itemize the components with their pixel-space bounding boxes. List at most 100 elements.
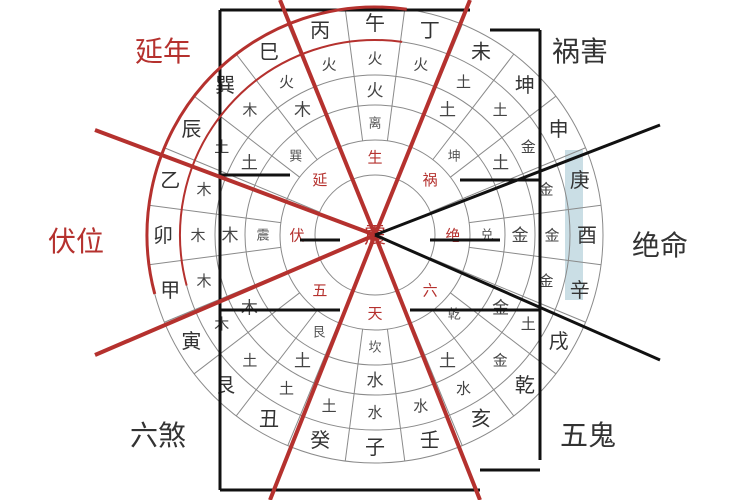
mountain-18: 酉 xyxy=(577,223,597,247)
mountain-19: 辛 xyxy=(570,278,590,302)
spoke-3 xyxy=(450,95,557,178)
spoke-2 xyxy=(432,53,515,160)
ring-2 xyxy=(244,104,506,366)
mountain-7: 乙 xyxy=(160,168,180,192)
ring-0 xyxy=(314,174,436,296)
mountain-12: 午 xyxy=(365,11,385,35)
wugui-label: 五鬼 xyxy=(560,419,617,452)
red-sector-line-2 xyxy=(94,128,376,237)
trigram-10: 木 xyxy=(294,100,311,120)
star-9: 延 xyxy=(312,171,327,189)
element-4: 木 xyxy=(214,315,229,333)
black-sector-line-1 xyxy=(374,233,661,362)
mountain-2: 丑 xyxy=(259,407,279,431)
trigram-0: 水 xyxy=(367,371,384,391)
liusha-label: 六煞 xyxy=(130,419,187,452)
mountain-21: 乾 xyxy=(515,373,535,397)
red-sector-line-1 xyxy=(373,0,472,236)
red-outer-arc xyxy=(145,5,407,295)
red-inner-arc xyxy=(179,39,403,286)
element-8: 土 xyxy=(214,138,229,156)
trigram-2: 土 xyxy=(294,352,311,372)
mountain-9: 巽 xyxy=(215,73,235,97)
inner-6: 震 xyxy=(256,229,269,244)
inner-spoke-1 xyxy=(430,198,463,213)
inner-15: 坤 xyxy=(448,149,461,164)
element-13: 火 xyxy=(413,55,428,73)
spoke-6 xyxy=(469,246,602,266)
inner-9: 巽 xyxy=(289,149,302,164)
inner-spoke-6 xyxy=(287,198,320,213)
mountain-11: 丙 xyxy=(310,18,330,42)
spoke-5 xyxy=(469,204,602,224)
element-3: 土 xyxy=(242,351,257,369)
huohai-label: 祸害 xyxy=(552,35,609,68)
spoke-15 xyxy=(193,292,300,375)
element-16: 金 xyxy=(521,138,536,156)
fuwei-label: 伏位 xyxy=(48,225,105,258)
spoke-9 xyxy=(432,310,515,417)
element-18: 金 xyxy=(544,226,559,244)
spoke-19 xyxy=(164,147,288,200)
red-sector-line-4 xyxy=(268,234,377,500)
star-18: 绝 xyxy=(445,226,460,244)
spoke-23 xyxy=(344,8,364,141)
spoke-21 xyxy=(235,53,318,160)
element-9: 木 xyxy=(242,101,257,119)
mountain-4: 寅 xyxy=(181,329,201,353)
star-3: 五 xyxy=(312,281,327,299)
mountain-13: 丁 xyxy=(420,18,440,42)
element-6: 木 xyxy=(190,226,205,244)
spoke-0 xyxy=(386,8,406,141)
star-12: 生 xyxy=(367,148,382,166)
mountain-6: 卯 xyxy=(153,223,173,247)
mountain-22: 亥 xyxy=(471,407,491,431)
element-1: 土 xyxy=(322,397,337,415)
element-12: 火 xyxy=(367,49,382,67)
mountain-16: 申 xyxy=(549,117,569,141)
red-sector-line-0 xyxy=(278,0,377,236)
red-sector-line-5 xyxy=(373,234,482,500)
spoke-20 xyxy=(193,95,300,178)
star-15: 祸 xyxy=(423,171,438,189)
mountain-8: 辰 xyxy=(181,117,201,141)
star-0: 天 xyxy=(367,304,382,322)
trigram-14: 土 xyxy=(439,100,456,120)
element-14: 土 xyxy=(456,73,471,91)
element-11: 火 xyxy=(322,55,337,73)
element-17: 金 xyxy=(538,180,553,198)
red-sector-line-3 xyxy=(94,233,376,357)
trigram-20: 金 xyxy=(492,298,509,318)
trigram-6: 木 xyxy=(222,226,239,246)
black-sector-line-0 xyxy=(374,123,661,237)
highlight-band xyxy=(565,150,583,300)
trigram-16: 土 xyxy=(492,153,509,173)
star-21: 六 xyxy=(423,281,438,299)
trigram-18: 金 xyxy=(512,226,529,246)
spoke-11 xyxy=(386,329,406,462)
element-19: 金 xyxy=(538,272,553,290)
trigram-12: 火 xyxy=(367,81,384,101)
trigram-22: 土 xyxy=(439,352,456,372)
inner-0: 坎 xyxy=(368,341,381,356)
spoke-14 xyxy=(235,310,318,417)
ring-1 xyxy=(279,139,471,331)
spoke-4 xyxy=(462,147,586,200)
mountain-0: 子 xyxy=(365,435,385,459)
element-0: 水 xyxy=(367,403,382,421)
mountain-15: 坤 xyxy=(515,73,535,97)
spoke-8 xyxy=(450,292,557,375)
spoke-17 xyxy=(148,246,281,266)
mountain-10: 巳 xyxy=(259,39,279,63)
mountain-3: 艮 xyxy=(215,373,235,397)
inner-12: 离 xyxy=(368,116,381,132)
yannian-label: 延年 xyxy=(135,35,192,68)
ring-3 xyxy=(214,74,536,396)
element-22: 水 xyxy=(456,380,471,398)
mountain-23: 壬 xyxy=(420,428,440,452)
element-2: 土 xyxy=(279,380,294,398)
spoke-18 xyxy=(148,204,281,224)
element-20: 土 xyxy=(521,315,536,333)
